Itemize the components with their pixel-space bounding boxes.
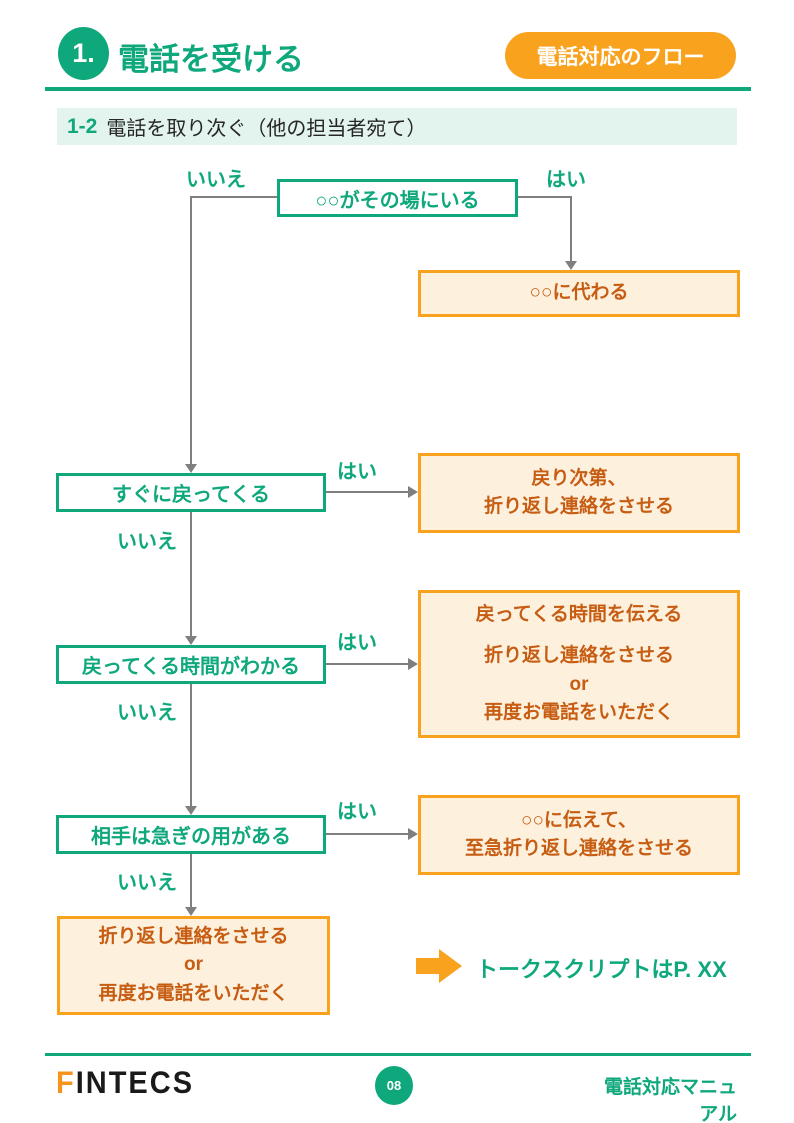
- arrowhead-right-icon: [408, 486, 418, 498]
- decision-text-1: ○○がその場にいる: [315, 189, 480, 212]
- outcome-box-1: ○○に代わる: [418, 270, 740, 317]
- connector-line: [190, 512, 192, 636]
- connector-line: [191, 196, 277, 198]
- arrowhead-right-icon: [408, 828, 418, 840]
- branch-label-no-3: いいえ: [117, 702, 177, 724]
- manual-title: 電話対応マニュアル: [603, 1077, 737, 1123]
- branch-label-yes-2: はい: [337, 461, 377, 483]
- chapter-number: 1.: [72, 38, 95, 68]
- note-text: トークスクリプトはP. XX: [476, 957, 727, 982]
- decision-box-4: 相手は急ぎの用がある: [56, 815, 326, 854]
- outcome-line: 至急折り返し連絡をさせる: [464, 838, 693, 859]
- decision-text-3: 戻ってくる時間がわかる: [82, 656, 300, 678]
- outcome-box-5: 折り返し連絡をさせる or 再度お電話をいただく: [57, 916, 330, 1015]
- branch-label-yes-3: はい: [337, 632, 377, 654]
- decision-box-2: すぐに戻ってくる: [56, 473, 326, 512]
- page-number: 08: [386, 1078, 402, 1093]
- arrowhead-down-icon: [185, 464, 197, 473]
- section-header: 1-2 電話を取り次ぐ（他の担当者宛て）: [57, 108, 737, 145]
- arrowhead-down-icon: [185, 806, 197, 815]
- connector-line: [570, 196, 572, 261]
- connector-line: [190, 196, 192, 464]
- chapter-number-badge: 1.: [58, 27, 109, 80]
- company-logo: FINTECS: [56, 1066, 194, 1102]
- outcome-box-2: 戻り次第、 折り返し連絡をさせる: [418, 453, 740, 533]
- flow-category-badge: 電話対応のフロー: [505, 32, 736, 79]
- header-divider: [45, 87, 751, 91]
- arrowhead-right-icon: [408, 658, 418, 670]
- arrowhead-down-icon: [185, 636, 197, 645]
- arrowhead-down-icon: [565, 261, 577, 270]
- decision-box-1: ○○がその場にいる: [277, 179, 518, 217]
- connector-line: [326, 491, 408, 493]
- logo-rest: INTECS: [75, 1066, 195, 1101]
- outcome-line: 再度お電話をいただく: [483, 702, 674, 723]
- branch-label-no-4: いいえ: [117, 872, 177, 894]
- outcome-line: 折り返し連絡をさせる: [483, 496, 674, 517]
- outcome-line: 再度お電話をいただく: [98, 982, 289, 1004]
- page-number-badge: 08: [375, 1066, 413, 1105]
- flow-category-label: 電話対応のフロー: [536, 45, 705, 69]
- arrowhead-down-icon: [185, 907, 197, 916]
- outcome-line: 折り返し連絡をさせる: [98, 925, 289, 947]
- branch-label-no-1: いいえ: [186, 169, 246, 191]
- outcome-box-4: ○○に伝えて、 至急折り返し連絡をさせる: [418, 795, 740, 875]
- logo-letter-f: F: [56, 1066, 76, 1101]
- connector-line: [326, 833, 408, 835]
- branch-label-yes-4: はい: [337, 801, 377, 823]
- connector-line: [518, 196, 571, 198]
- section-number: 1-2: [67, 114, 98, 138]
- note-arrow-icon: [416, 949, 462, 983]
- outcome-box-3: 戻ってくる時間を伝える 折り返し連絡をさせる or 再度お電話をいただく: [418, 590, 740, 738]
- decision-text-4: 相手は急ぎの用がある: [91, 826, 291, 848]
- outcome-line: 戻り次第、: [531, 467, 627, 489]
- connector-line: [190, 684, 192, 806]
- branch-label-yes-1: はい: [546, 169, 586, 191]
- branch-label-no-2: いいえ: [117, 531, 177, 553]
- decision-text-2: すぐに戻ってくる: [112, 484, 270, 506]
- connector-line: [326, 663, 408, 665]
- outcome-line: ○○に代わる: [529, 282, 629, 304]
- outcome-line: or: [569, 673, 589, 695]
- outcome-line: 折り返し連絡をさせる: [483, 645, 674, 666]
- outcome-line: ○○に伝えて、: [520, 809, 638, 831]
- connector-line: [190, 854, 192, 907]
- page-title: 電話を受ける: [118, 42, 304, 77]
- outcome-line: or: [184, 954, 203, 976]
- outcome-line: 戻ってくる時間を伝える: [475, 603, 683, 625]
- footer-divider: [45, 1053, 751, 1056]
- section-title: 電話を取り次ぐ（他の担当者宛て）: [106, 118, 427, 140]
- decision-box-3: 戻ってくる時間がわかる: [56, 645, 326, 684]
